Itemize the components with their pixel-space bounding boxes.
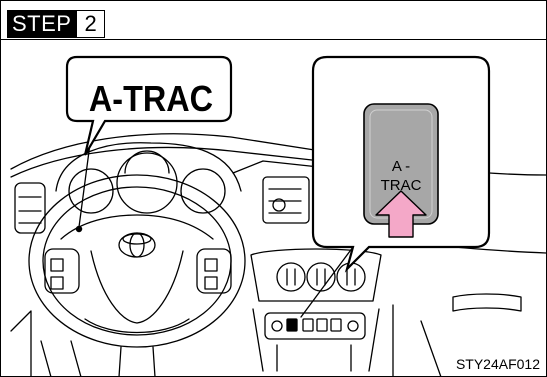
a-trac-button-label: A - TRAC [371, 157, 431, 195]
a-trac-callout-label: A-TRAC [79, 76, 223, 122]
gauge-hood [56, 143, 241, 191]
toyota-logo-icon [119, 233, 155, 257]
gauge-center [117, 153, 177, 213]
figure-code: STY24AF012 [456, 356, 540, 372]
climate-knob-left [277, 263, 305, 291]
climate-knob-right [337, 263, 365, 291]
step-number: 2 [77, 11, 103, 37]
right-callout-leader [301, 247, 353, 317]
step-word: STEP [8, 11, 77, 37]
step-header: STEP 2 [1, 1, 546, 40]
gauge-right [181, 169, 225, 213]
button-label-line1: A - [371, 157, 431, 176]
button-label-line2: TRAC [371, 176, 431, 195]
step-badge: STEP 2 [7, 10, 105, 38]
steering-wheel-icon [29, 175, 245, 377]
a-trac-switch-location [287, 319, 297, 331]
